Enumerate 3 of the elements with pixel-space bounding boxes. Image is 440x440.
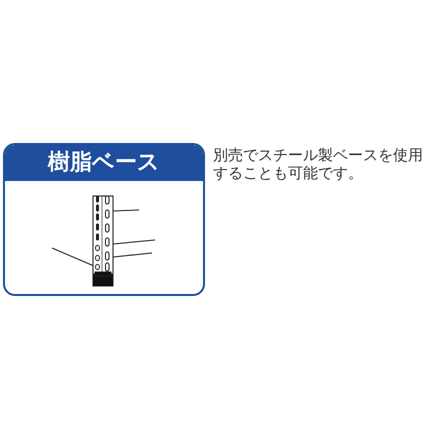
panel: [3, 143, 205, 296]
panel-heading: 樹脂ベース: [5, 145, 203, 181]
note-text: 別売でスチール製ベースを使用することも可能です。: [213, 146, 424, 182]
